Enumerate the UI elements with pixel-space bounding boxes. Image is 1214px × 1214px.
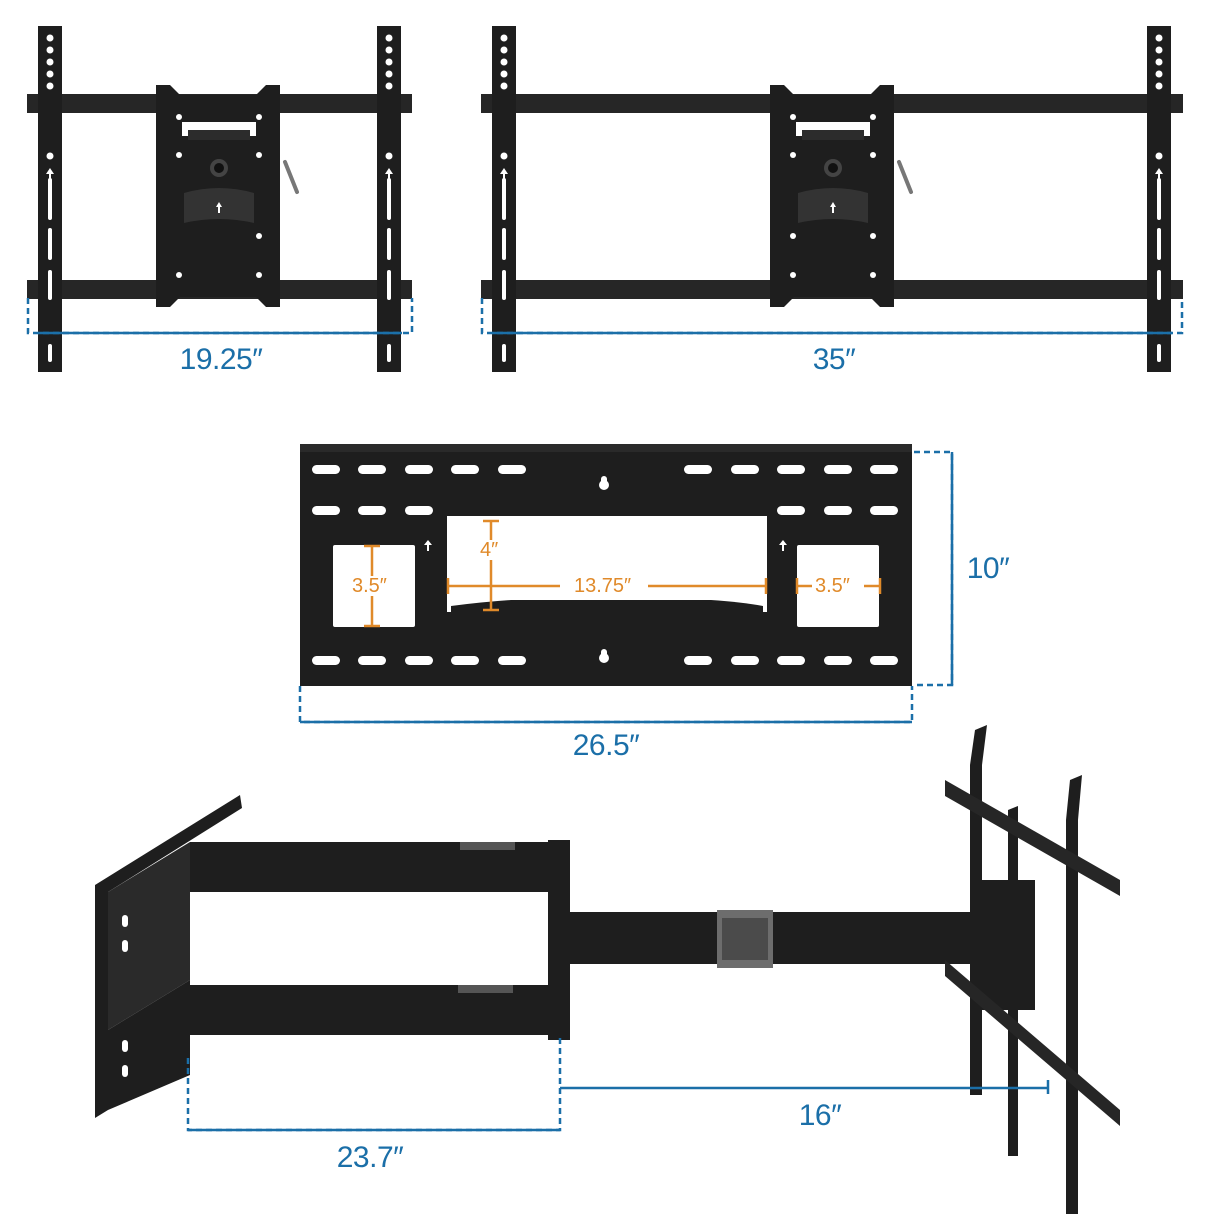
label-left-cutout-height: 3.5″ [352, 575, 387, 597]
label-right-cutout-width: 3.5″ [815, 575, 850, 597]
label-center-cutout-width: 13.75″ [570, 576, 636, 596]
panel-wall-plate [298, 444, 954, 724]
label-max-width: 35″ [812, 343, 856, 376]
label-arm-retracted: 16″ [798, 1099, 842, 1132]
label-wall-plate-width: 26.5″ [572, 729, 640, 762]
label-wall-plate-height: 10″ [966, 552, 1010, 585]
label-arm-max-extension: 23.7″ [336, 1141, 404, 1174]
panel-max-width [480, 26, 1184, 372]
panel-arm-extension [95, 725, 1120, 1214]
label-center-cutout-height: 4″ [480, 539, 499, 561]
label-min-width: 19.25″ [179, 343, 263, 376]
panel-min-width [26, 26, 414, 372]
